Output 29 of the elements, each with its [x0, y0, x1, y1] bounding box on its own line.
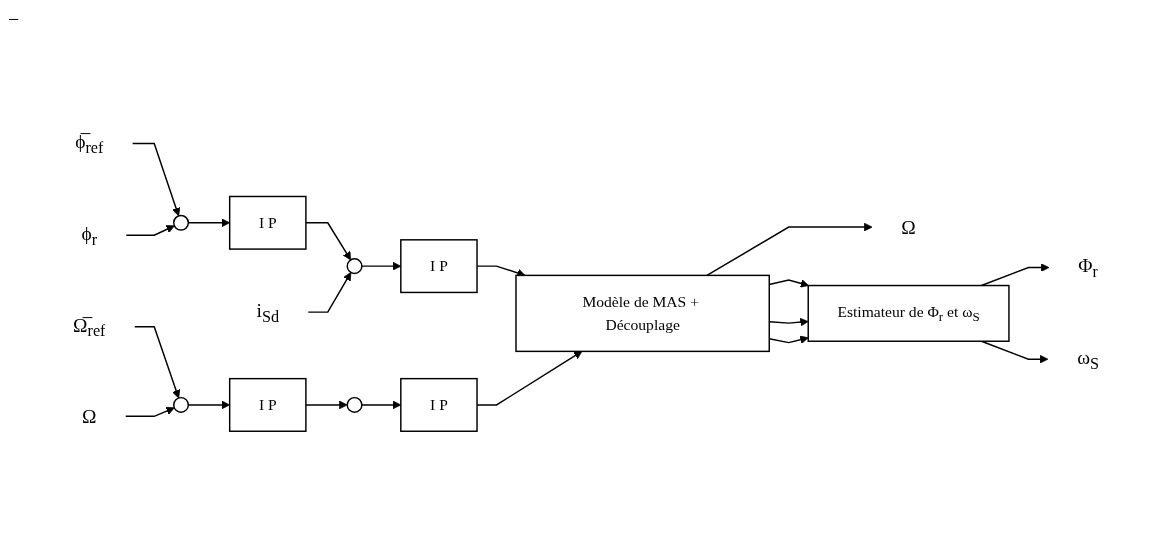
- arrow: [307, 271, 352, 313]
- node-text: ω$_{S}$: [1077, 346, 1099, 373]
- node-box: Estimateur de Φ$_{r}$ et ω$_{S}$: [807, 284, 1010, 342]
- minus-sign: −: [8, 8, 20, 30]
- arrow: [980, 262, 1050, 286]
- arrow: [305, 400, 348, 409]
- node-box: I P: [400, 238, 478, 293]
- node-circle: [173, 396, 190, 413]
- arrow: [125, 406, 175, 417]
- node-text: Ω: [901, 215, 916, 238]
- node-box: I P: [400, 377, 478, 432]
- node-text: Ω: [82, 405, 97, 427]
- arrow: [706, 222, 873, 276]
- node-box: I P: [228, 195, 307, 250]
- node-circle: [346, 257, 363, 274]
- arrow: [125, 224, 175, 236]
- arrow: [134, 325, 181, 398]
- arrow: [305, 221, 352, 260]
- node-text: i$_{Sd}$: [256, 298, 280, 326]
- arrow: [980, 340, 1049, 363]
- node-text: ϕ̅$_{ref}$: [75, 130, 104, 157]
- arrow: [131, 142, 181, 216]
- node-text: Φ$_{r}$: [1078, 254, 1098, 281]
- node-box: I P: [228, 377, 307, 432]
- node-box: Modèle de MAS + Découplage: [515, 274, 770, 352]
- node-text: ϕ$_{r}$: [81, 222, 98, 249]
- node-circle: [173, 214, 190, 231]
- node-text: Ω̅$_{ref}$: [73, 313, 106, 340]
- node-circle: [346, 396, 363, 413]
